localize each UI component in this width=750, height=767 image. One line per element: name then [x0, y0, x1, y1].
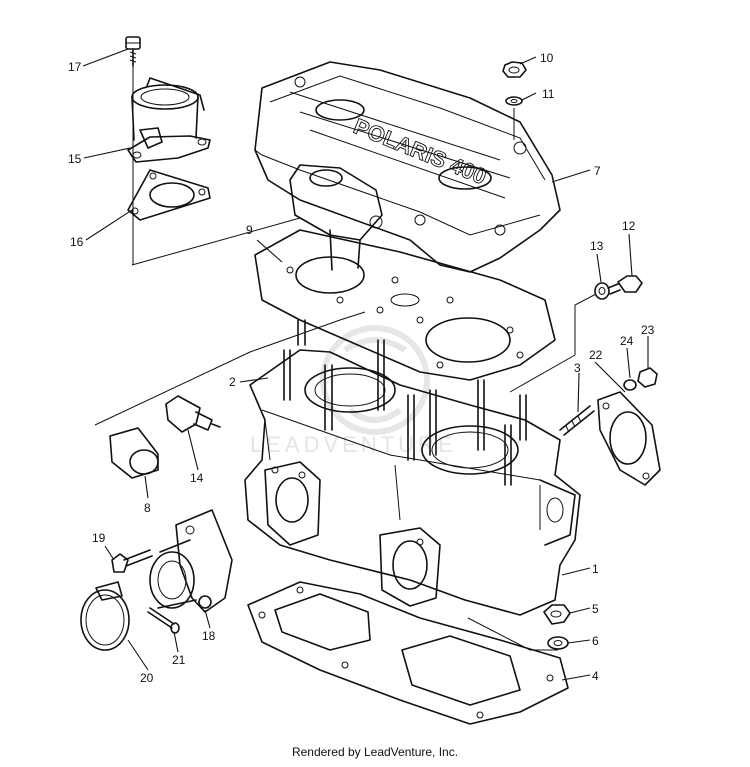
center-line-8-14 [94, 311, 366, 426]
render-credit: Rendered by LeadVenture, Inc. [291, 745, 459, 759]
watermark-logo: LEADVENTURE [250, 325, 457, 457]
bolt-19 [111, 549, 153, 573]
center-line-5-6 [467, 617, 558, 651]
cylinder-head-cover-7: POLARIS 400 [254, 61, 561, 273]
washer-11 [505, 96, 523, 106]
callout-2: 2 [229, 375, 236, 389]
center-line-15-16 [131, 217, 301, 266]
callout-16: 16 [70, 235, 84, 249]
housing-15 [127, 77, 211, 163]
nut-5 [543, 604, 571, 625]
callout-5: 5 [592, 602, 599, 616]
sleeve-8 [109, 427, 159, 479]
callout-13: 13 [590, 239, 604, 253]
sensor-14 [165, 395, 221, 433]
callout-19: 19 [92, 531, 106, 545]
exhaust-gasket-22 [597, 391, 661, 486]
callout-18: 18 [202, 629, 216, 643]
watermark-text: LEADVENTURE [250, 432, 457, 457]
callout-21: 21 [172, 653, 186, 667]
clamp-20 [80, 581, 130, 651]
stud-3 [559, 405, 595, 436]
callout-8: 8 [144, 501, 151, 515]
head-gasket-9 [254, 229, 556, 381]
callout-10: 10 [540, 51, 554, 65]
callout-4: 4 [592, 669, 599, 683]
callout-15: 15 [68, 152, 82, 166]
washer-24 [623, 379, 637, 391]
studs-2 [283, 319, 527, 486]
callout-22: 22 [589, 348, 603, 362]
nut-10 [502, 61, 527, 78]
callout-24: 24 [620, 334, 634, 348]
cylinder-block-1 [244, 349, 581, 616]
leader-lines [82, 48, 649, 681]
callout-20: 20 [140, 671, 154, 685]
intake-boot-18 [149, 509, 233, 613]
callout-3: 3 [574, 361, 581, 375]
bolt-17 [125, 36, 141, 67]
callout-9: 9 [246, 223, 253, 237]
callout-7: 7 [594, 164, 601, 178]
callout-14: 14 [190, 471, 204, 485]
screw-21 [147, 607, 180, 634]
center-line-12-13 [509, 293, 597, 393]
callouts: 17 10 11 7 15 16 9 13 12 22 24 23 3 2 14… [68, 51, 655, 685]
washer-13 [594, 282, 610, 300]
callout-11: 11 [542, 87, 555, 101]
gasket-16 [127, 169, 211, 221]
callout-17: 17 [68, 60, 82, 74]
callout-23: 23 [641, 323, 655, 337]
nut-23 [637, 367, 658, 388]
callout-1: 1 [592, 562, 599, 576]
callout-12: 12 [622, 219, 636, 233]
callout-6: 6 [592, 634, 599, 648]
plug-12 [607, 275, 643, 295]
washer-6 [547, 636, 569, 650]
base-gasket-4 [247, 581, 569, 725]
